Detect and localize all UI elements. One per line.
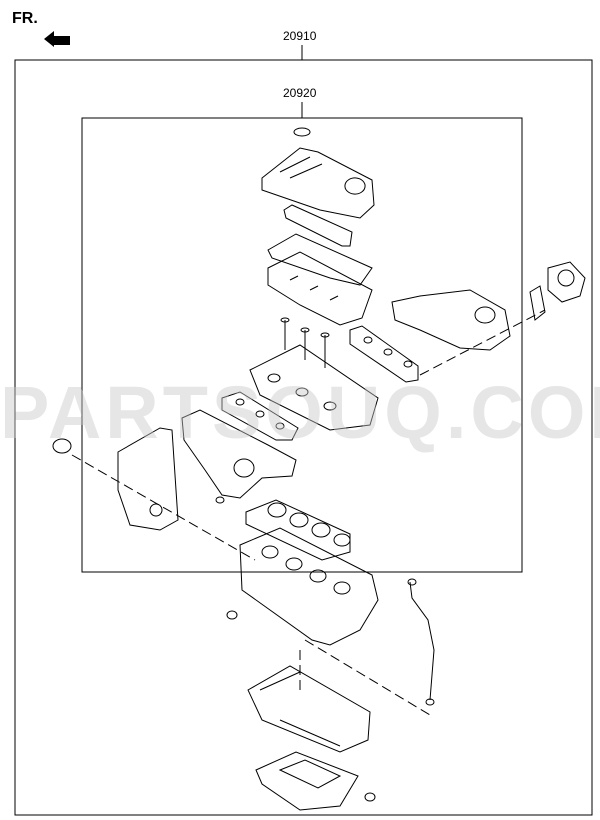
exhaust-manifold-gasket	[221, 391, 299, 441]
cylinder-block	[239, 527, 379, 646]
cam-carrier-gasket	[267, 233, 373, 286]
cylinder-head-cover	[261, 147, 375, 219]
cylinder-head-gasket	[245, 499, 351, 561]
part-number-inner-kit[interactable]: 20920	[283, 86, 317, 100]
throttle-gasket	[529, 285, 546, 321]
oil-dipstick-tube	[409, 581, 435, 701]
upper-oil-pan	[247, 665, 371, 753]
outer-kit-frame	[14, 59, 593, 816]
front-crankshaft-seal	[52, 438, 72, 454]
oil-drain-plug	[364, 792, 376, 802]
camshaft-carrier	[267, 251, 373, 326]
assembly-lines	[71, 309, 546, 716]
timing-chain-cover	[117, 427, 179, 531]
dipstick-seal	[407, 578, 417, 586]
head-cover-gasket	[283, 204, 353, 247]
lower-oil-pan	[255, 751, 359, 811]
exhaust-nut	[215, 496, 225, 504]
exhaust-manifold	[181, 409, 297, 499]
throttle-body	[547, 261, 586, 303]
direction-arrow-icon	[44, 31, 70, 47]
block-drain-plug	[226, 610, 238, 620]
dipstick-tube-seal	[425, 698, 435, 706]
oil-filler-seal	[293, 127, 311, 137]
cylinder-head	[249, 344, 379, 431]
intake-manifold-gasket	[349, 325, 419, 383]
watermark: PARTSOUQ.COM	[0, 371, 600, 454]
front-direction-label: FR.	[12, 10, 38, 27]
inner-kit-frame	[81, 117, 523, 573]
part-number-outer-kit[interactable]: 20910	[283, 29, 317, 43]
cylinder-head-bolts	[280, 317, 330, 368]
intake-manifold	[391, 289, 511, 351]
